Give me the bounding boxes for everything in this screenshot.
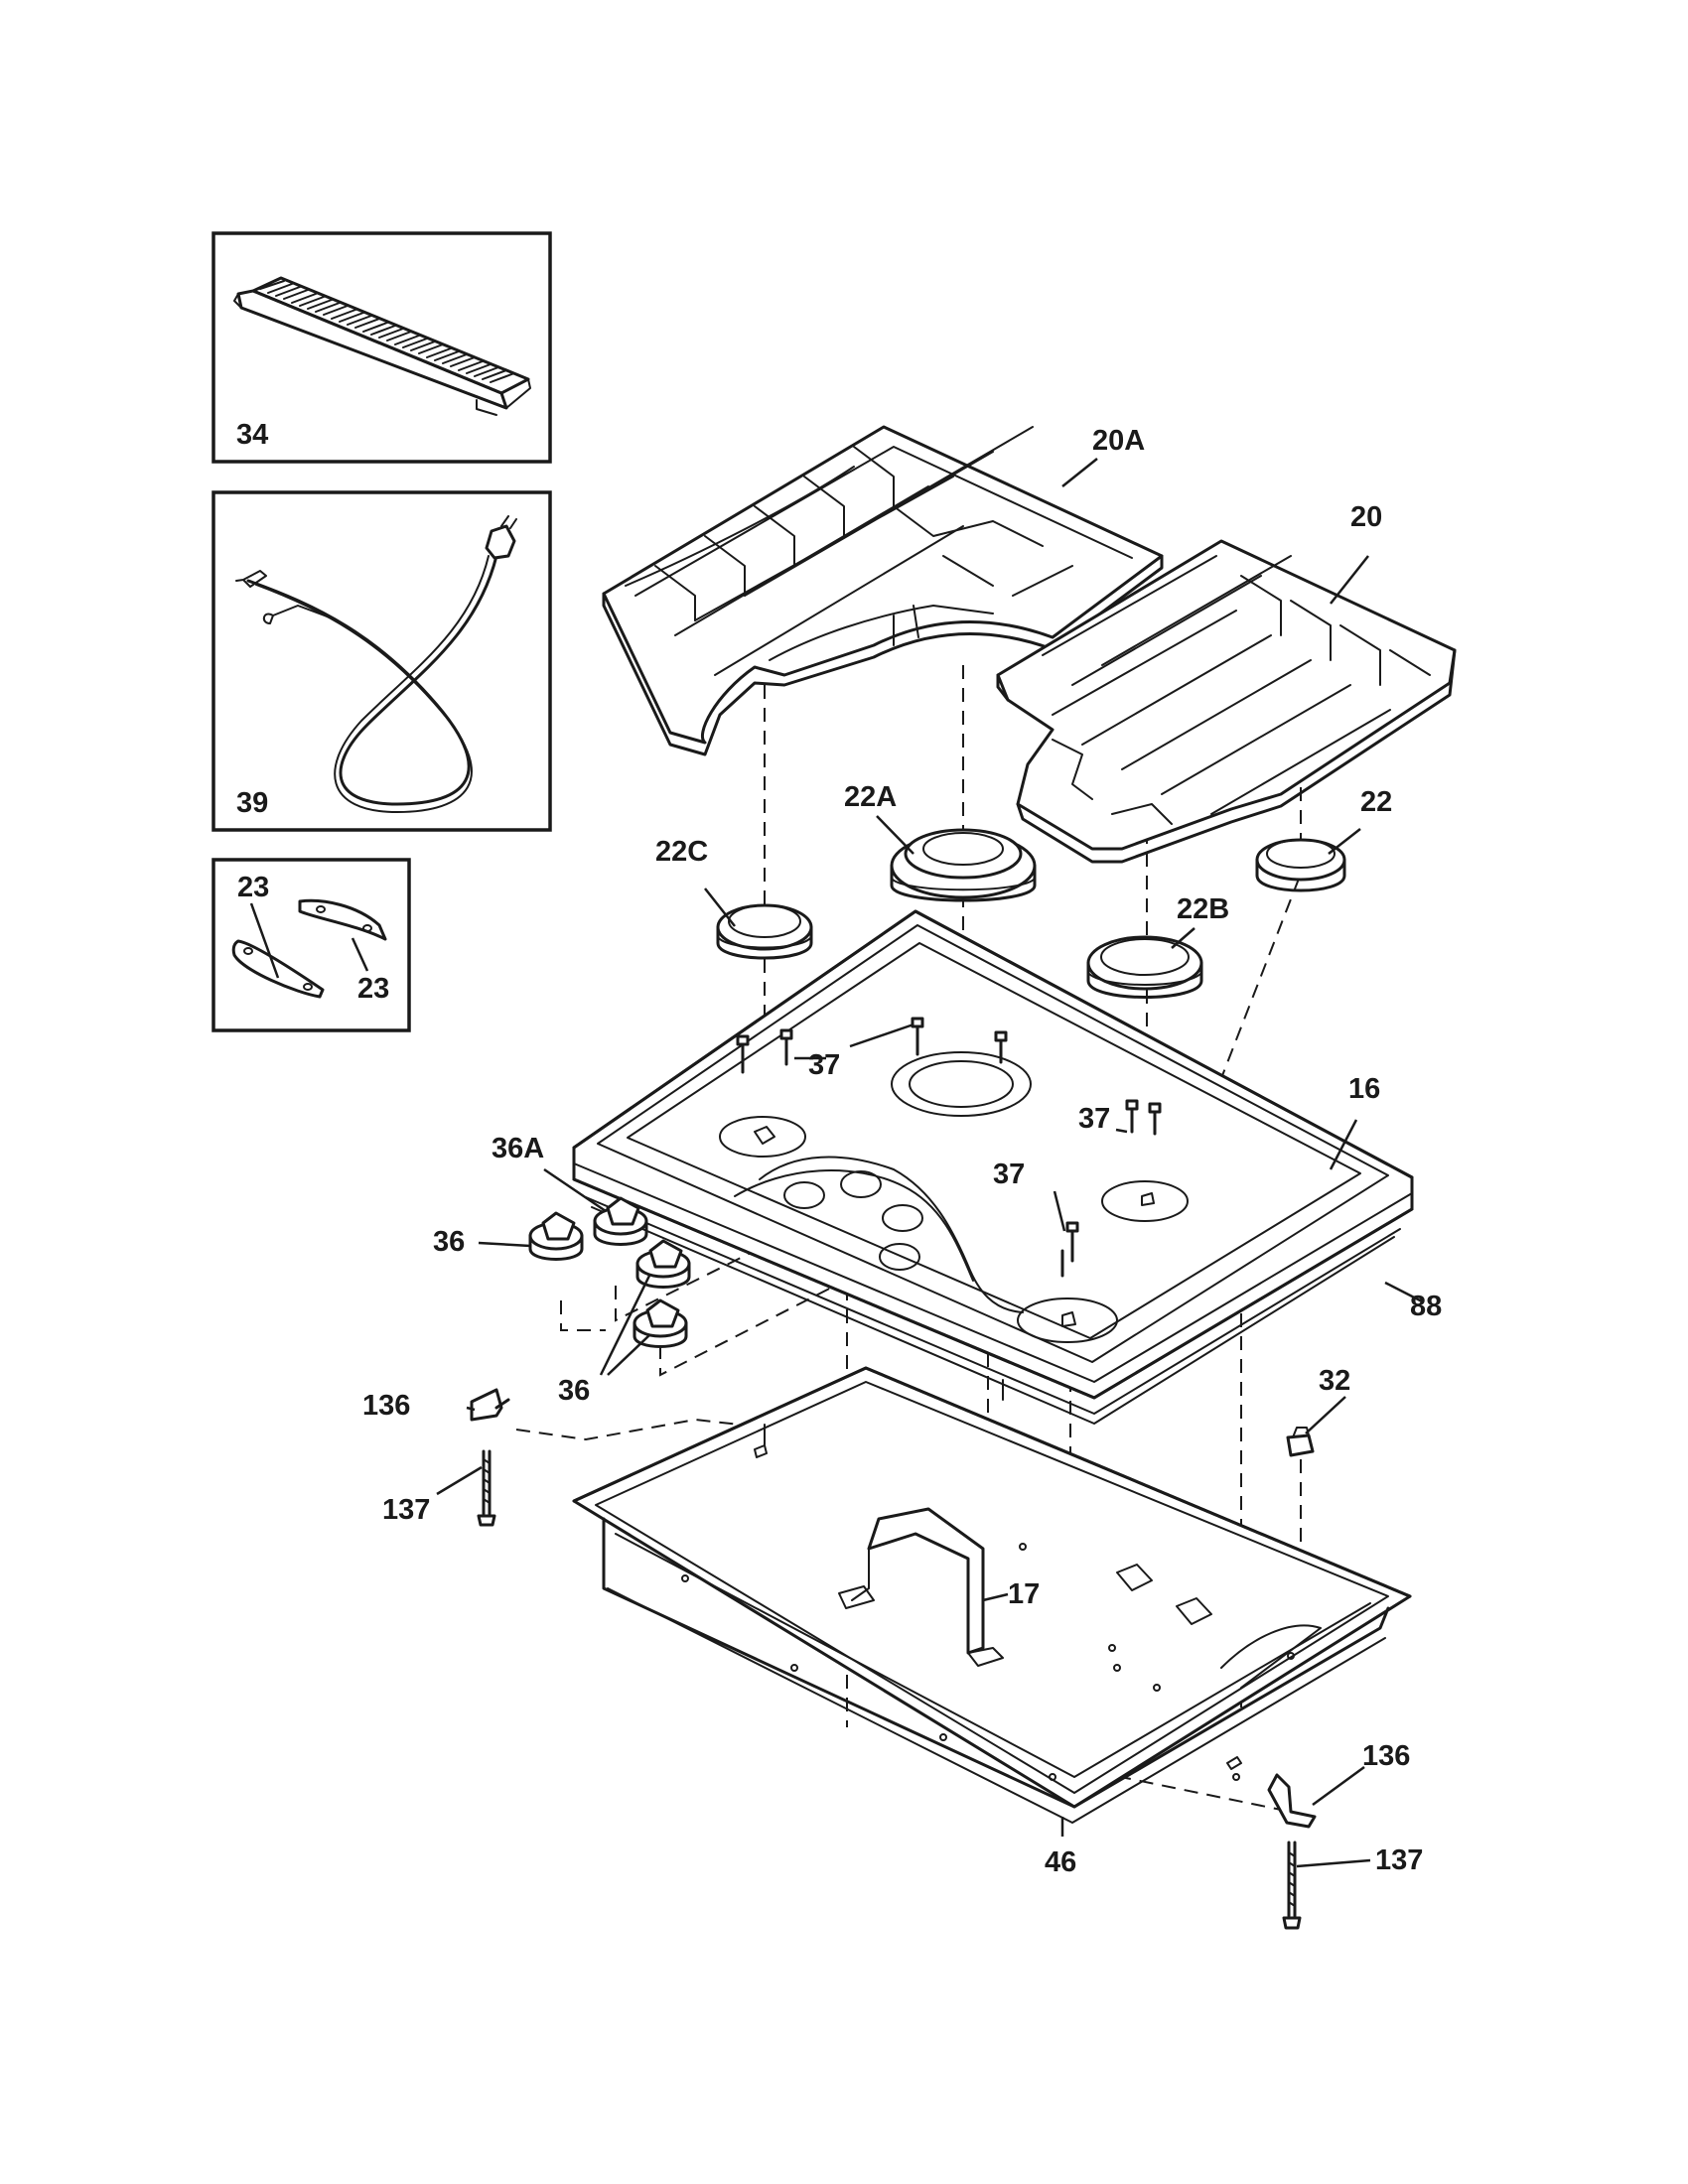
bracket-17 bbox=[838, 1507, 1004, 1667]
bracket-136-right bbox=[1267, 1773, 1317, 1829]
grate-20 bbox=[996, 539, 1457, 864]
power-cord-part bbox=[235, 515, 517, 813]
knobs-36 bbox=[528, 1196, 691, 1348]
inset-griddle-34: 34 bbox=[211, 231, 552, 464]
label-22: 22 bbox=[1360, 786, 1392, 818]
label-20: 20 bbox=[1350, 501, 1382, 533]
knob-36-left bbox=[528, 1211, 584, 1261]
knob-36-bottom bbox=[633, 1298, 688, 1348]
label-34: 34 bbox=[236, 419, 268, 451]
label-20A: 20A bbox=[1092, 425, 1145, 457]
label-37-right: 37 bbox=[1078, 1103, 1110, 1135]
screw-137-left bbox=[477, 1449, 496, 1527]
label-32: 32 bbox=[1319, 1365, 1350, 1397]
callout-labels: 20A 20 22A 22C 22 22B 37 37 37 16 36A 36… bbox=[362, 425, 1442, 1878]
griddle-part bbox=[233, 276, 531, 416]
label-36-bottom: 36 bbox=[558, 1375, 590, 1407]
label-88: 88 bbox=[1410, 1291, 1442, 1322]
knob-36A bbox=[593, 1196, 648, 1246]
knob-36-middle bbox=[635, 1239, 691, 1289]
label-16: 16 bbox=[1348, 1073, 1380, 1105]
label-17: 17 bbox=[1008, 1578, 1040, 1610]
label-137-left: 137 bbox=[382, 1494, 430, 1526]
inset-gaskets-23: 23 23 bbox=[211, 858, 411, 1032]
screw-137-right bbox=[1282, 1841, 1302, 1930]
label-37-top: 37 bbox=[808, 1049, 840, 1081]
label-39: 39 bbox=[236, 787, 268, 819]
label-37-lower: 37 bbox=[993, 1159, 1025, 1190]
label-23-bottom: 23 bbox=[357, 973, 389, 1005]
base-pan-46 bbox=[572, 1366, 1412, 1824]
gasket-parts bbox=[231, 898, 387, 999]
burner-cap-22A bbox=[890, 828, 1037, 902]
label-136-left: 136 bbox=[362, 1390, 410, 1422]
label-136-right: 136 bbox=[1362, 1740, 1410, 1772]
leader-lines bbox=[436, 458, 1425, 1868]
burner-cap-22B bbox=[1086, 935, 1203, 999]
label-36-left: 36 bbox=[433, 1226, 465, 1258]
label-22A: 22A bbox=[844, 781, 897, 813]
label-22B: 22B bbox=[1177, 893, 1229, 925]
label-46: 46 bbox=[1045, 1846, 1076, 1878]
label-22C: 22C bbox=[655, 836, 708, 868]
burner-cap-22C bbox=[716, 903, 813, 960]
part-32-clip bbox=[1286, 1427, 1315, 1457]
label-137-right: 137 bbox=[1375, 1844, 1423, 1876]
inset-power-cord-39: 39 bbox=[211, 490, 552, 832]
burner-cap-22 bbox=[1255, 838, 1346, 892]
screws-37 bbox=[736, 1017, 1162, 1278]
bracket-136-left bbox=[470, 1388, 510, 1422]
label-23-top: 23 bbox=[237, 872, 269, 903]
grate-20A bbox=[602, 425, 1164, 756]
label-36A: 36A bbox=[492, 1133, 544, 1164]
